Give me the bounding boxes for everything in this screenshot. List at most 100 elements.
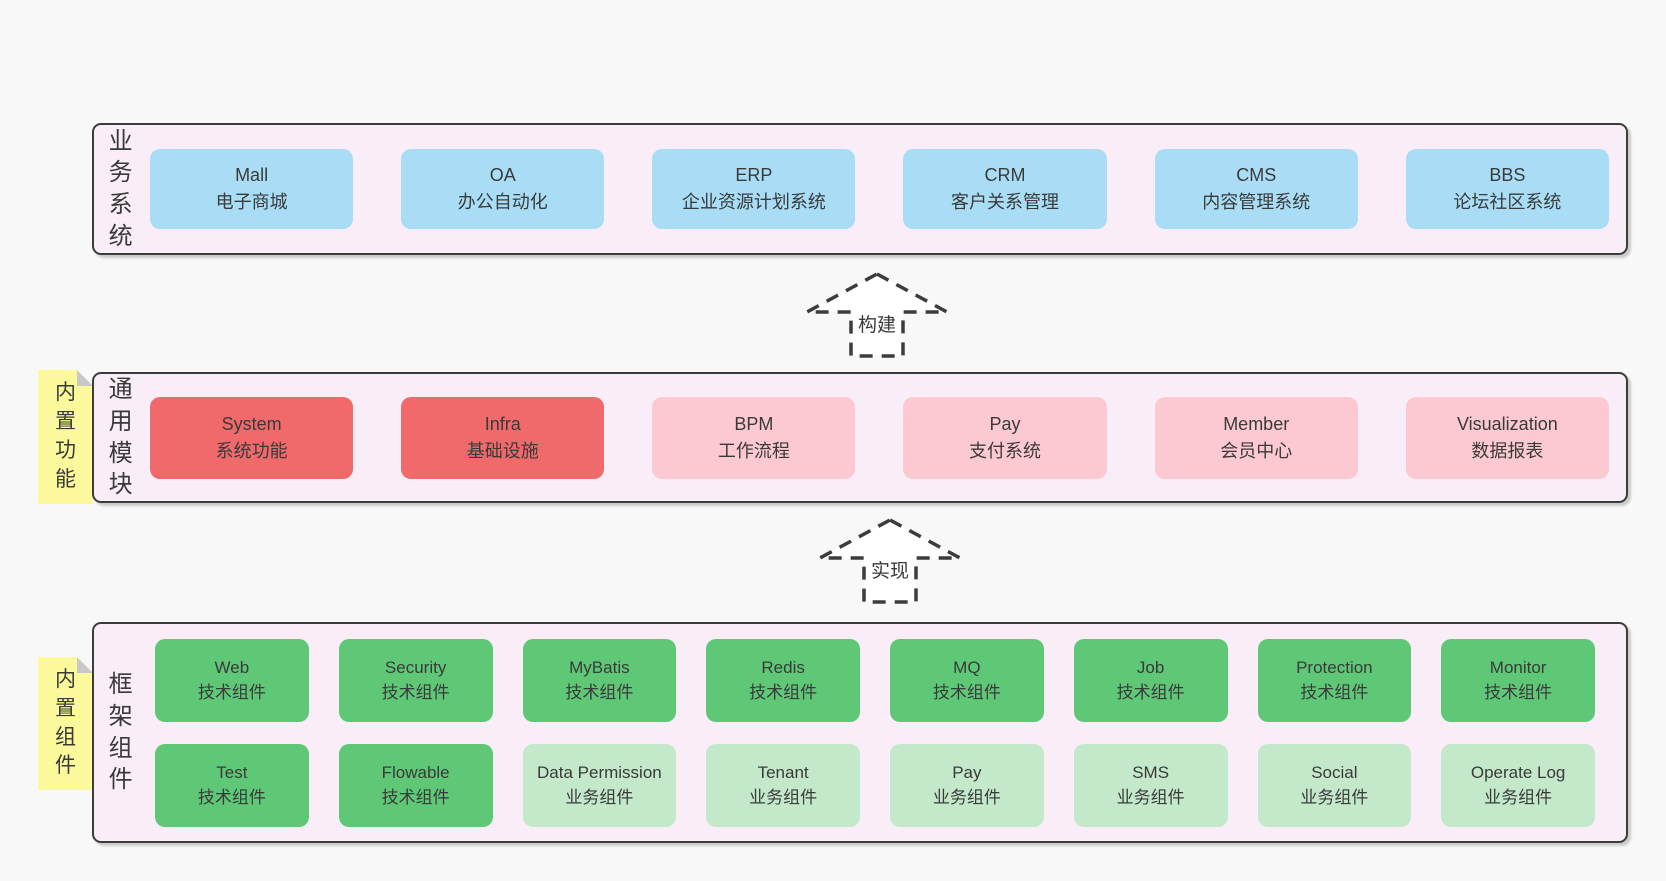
box-social: Social 业务组件 bbox=[1257, 743, 1412, 827]
box-subtitle: 内容管理系统 bbox=[1202, 192, 1311, 212]
box-subtitle: 技术组件 bbox=[197, 788, 266, 807]
sticky-note-builtin-components: 内置组件 bbox=[38, 657, 93, 790]
arrow-label: 构建 bbox=[857, 315, 897, 336]
box-job: Job 技术组件 bbox=[1073, 638, 1228, 722]
box-subtitle: 技术组件 bbox=[197, 683, 266, 702]
box-monitor: Monitor 技术组件 bbox=[1441, 638, 1595, 722]
box-subtitle: 技术组件 bbox=[381, 788, 450, 807]
framework-row-2: Test 技术组件 Flowable 技术组件 Data Permission … bbox=[155, 743, 1595, 827]
box-name: Job bbox=[1136, 658, 1165, 677]
box-subtitle: 技术组件 bbox=[565, 683, 634, 702]
box-subtitle: 业务组件 bbox=[932, 788, 1001, 807]
band-content: Mall 电子商城 OA 办公自动化 ERP 企业资源计划系统 CRM 客户关系… bbox=[150, 125, 1609, 253]
band-common-modules: 通用模块 System 系统功能 Infra 基础设施 BPM 工作流程 Pay… bbox=[92, 372, 1628, 503]
box-subtitle: 基础设施 bbox=[466, 440, 539, 461]
box-bpm: BPM 工作流程 bbox=[652, 396, 856, 479]
band-label: 框架组件 bbox=[108, 671, 133, 794]
box-subtitle: 电子商城 bbox=[215, 192, 288, 212]
box-name: CRM bbox=[984, 165, 1026, 185]
box-name: Social bbox=[1311, 763, 1358, 782]
box-member: Member 会员中心 bbox=[1154, 396, 1358, 479]
box-data-permission: Data Permission 业务组件 bbox=[522, 743, 677, 827]
box-system: System 系统功能 bbox=[150, 396, 354, 479]
box-flowable: Flowable 技术组件 bbox=[338, 743, 493, 827]
box-subtitle: 技术组件 bbox=[749, 683, 818, 702]
box-subtitle: 会员中心 bbox=[1220, 440, 1293, 461]
box-operate-log: Operate Log 业务组件 bbox=[1441, 743, 1595, 827]
box-oa: OA 办公自动化 bbox=[401, 149, 605, 229]
box-erp: ERP 企业资源计划系统 bbox=[652, 149, 856, 229]
box-subtitle: 技术组件 bbox=[932, 683, 1001, 702]
box-subtitle: 业务组件 bbox=[1300, 788, 1369, 807]
box-subtitle: 客户关系管理 bbox=[951, 192, 1060, 212]
box-subtitle: 技术组件 bbox=[1300, 683, 1369, 702]
box-name: Security bbox=[384, 658, 447, 677]
box-name: Web bbox=[214, 658, 250, 677]
box-web: Web 技术组件 bbox=[155, 638, 309, 722]
box-subtitle: 技术组件 bbox=[1116, 683, 1185, 702]
box-name: Visualization bbox=[1456, 413, 1558, 434]
box-subtitle: 工作流程 bbox=[717, 440, 790, 461]
box-subtitle: 数据报表 bbox=[1471, 440, 1544, 461]
box-protection: Protection 技术组件 bbox=[1257, 638, 1412, 722]
box-name: BPM bbox=[734, 413, 774, 434]
box-name: OA bbox=[489, 165, 516, 185]
box-sms: SMS 业务组件 bbox=[1073, 743, 1228, 827]
box-crm: CRM 客户关系管理 bbox=[903, 149, 1107, 229]
box-name: Test bbox=[216, 763, 248, 782]
box-name: Pay bbox=[989, 413, 1021, 434]
sticky-note-builtin-features: 内置功能 bbox=[38, 370, 93, 504]
box-name: Infra bbox=[484, 413, 521, 434]
box-subtitle: 企业资源计划系统 bbox=[681, 192, 826, 212]
box-mq: MQ 技术组件 bbox=[890, 638, 1044, 722]
folded-corner-icon bbox=[77, 657, 93, 673]
box-name: Tenant bbox=[757, 763, 809, 782]
band-content: System 系统功能 Infra 基础设施 BPM 工作流程 Pay 支付系统… bbox=[150, 374, 1609, 501]
box-name: Operate Log bbox=[1470, 763, 1566, 782]
band-label: 业务系统 bbox=[108, 127, 133, 250]
box-name: SMS bbox=[1132, 763, 1170, 782]
box-redis: Redis 技术组件 bbox=[706, 638, 860, 722]
box-subtitle: 办公自动化 bbox=[457, 192, 548, 212]
box-security: Security 技术组件 bbox=[338, 638, 493, 722]
dashed-up-arrow-icon bbox=[806, 272, 948, 358]
box-tenant: Tenant 业务组件 bbox=[706, 743, 860, 827]
box-name: Data Permission bbox=[537, 763, 662, 782]
band-business-systems: 业务系统 Mall 电子商城 OA 办公自动化 ERP 企业资源计划系统 CRM… bbox=[92, 123, 1628, 255]
box-name: Redis bbox=[761, 658, 805, 677]
box-subtitle: 业务组件 bbox=[749, 788, 818, 807]
box-mybatis: MyBatis 技术组件 bbox=[522, 638, 677, 722]
box-subtitle: 技术组件 bbox=[1484, 683, 1553, 702]
box-name: Monitor bbox=[1489, 658, 1547, 677]
band-label: 通用模块 bbox=[108, 376, 133, 499]
box-cms: CMS 内容管理系统 bbox=[1154, 149, 1358, 229]
sticky-label: 内置功能 bbox=[54, 381, 76, 491]
box-bbs: BBS 论坛社区系统 bbox=[1405, 149, 1609, 229]
band-content: Web 技术组件 Security 技术组件 MyBatis 技术组件 Redi… bbox=[155, 624, 1595, 841]
box-subtitle: 业务组件 bbox=[1116, 788, 1185, 807]
box-name: MQ bbox=[953, 658, 981, 677]
framework-row-1: Web 技术组件 Security 技术组件 MyBatis 技术组件 Redi… bbox=[155, 638, 1595, 722]
box-name: Mall bbox=[235, 165, 269, 185]
box-infra: Infra 基础设施 bbox=[401, 396, 605, 479]
box-visualization: Visualization 数据报表 bbox=[1405, 396, 1609, 479]
box-name: Flowable bbox=[381, 763, 450, 782]
box-pay-system: Pay 支付系统 bbox=[903, 396, 1107, 479]
box-subtitle: 系统功能 bbox=[215, 440, 288, 461]
box-subtitle: 论坛社区系统 bbox=[1453, 192, 1562, 212]
box-subtitle: 业务组件 bbox=[1484, 788, 1553, 807]
arrow-implement: 实现 bbox=[815, 516, 965, 606]
box-subtitle: 支付系统 bbox=[969, 440, 1042, 461]
box-name: System bbox=[221, 413, 282, 434]
box-name: Protection bbox=[1296, 658, 1373, 677]
band-framework-components: 框架组件 Web 技术组件 Security 技术组件 MyBatis 技术组件… bbox=[92, 622, 1628, 843]
box-name: ERP bbox=[735, 165, 773, 185]
box-mall: Mall 电子商城 bbox=[150, 149, 354, 229]
box-name: Pay bbox=[952, 763, 982, 782]
arrow-label: 实现 bbox=[870, 561, 910, 582]
box-subtitle: 业务组件 bbox=[565, 788, 634, 807]
box-name: MyBatis bbox=[569, 658, 630, 677]
sticky-label: 内置组件 bbox=[54, 667, 76, 778]
